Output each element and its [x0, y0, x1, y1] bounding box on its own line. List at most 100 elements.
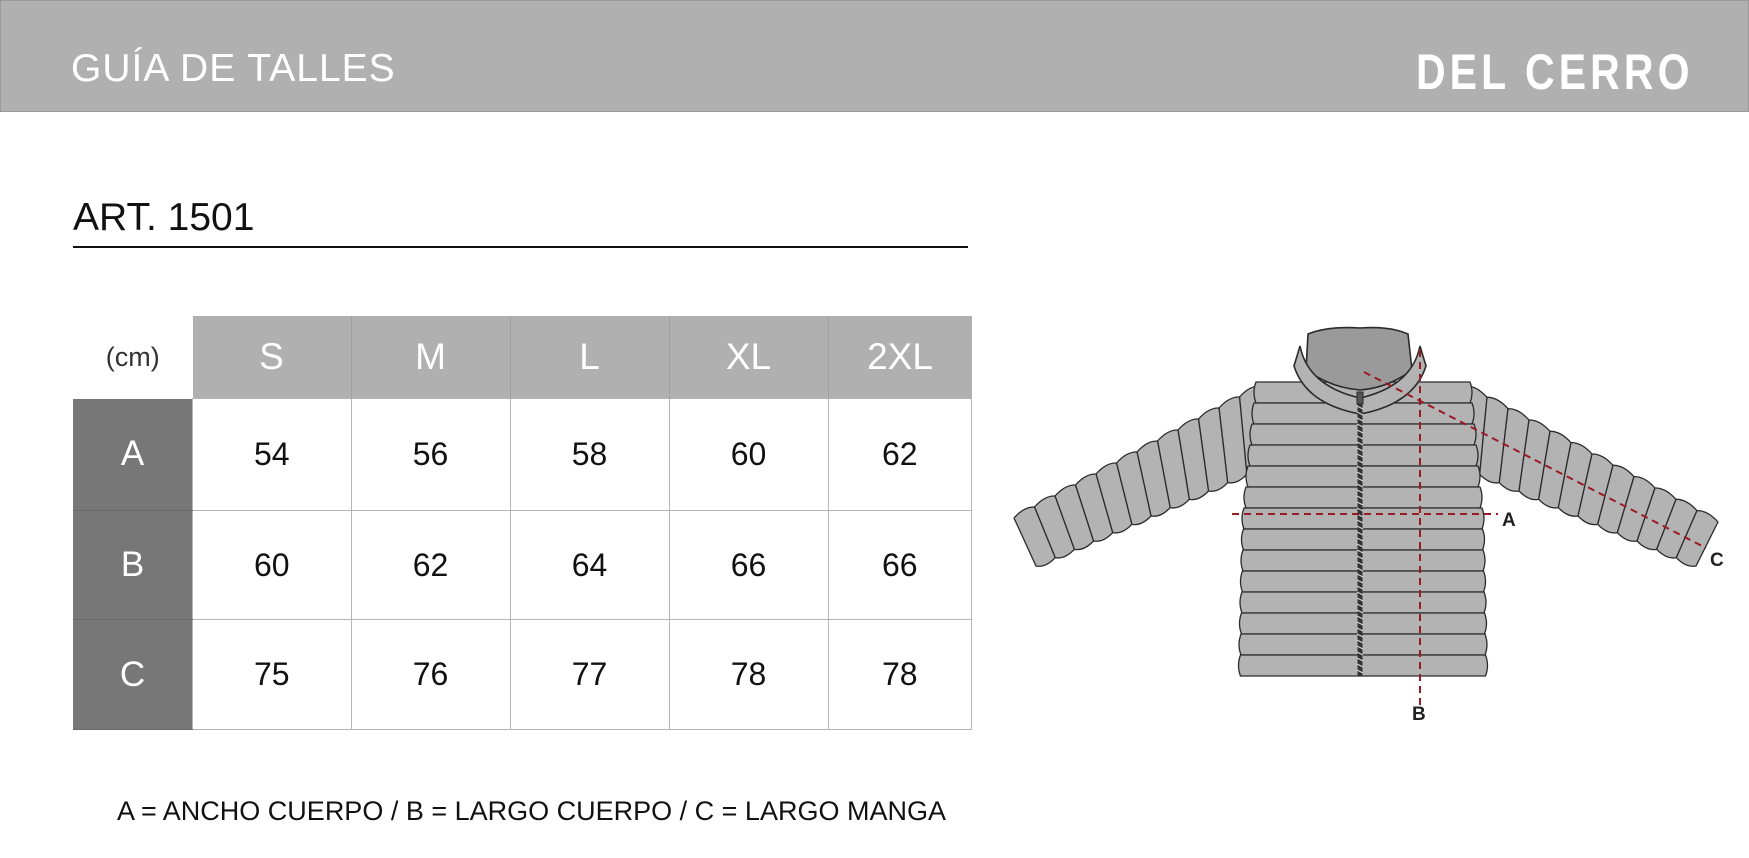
zipper-tooth	[1356, 549, 1364, 554]
measurement-legend: A = ANCHO CUERPO / B = LARGO CUERPO / C …	[117, 796, 946, 826]
body-panel	[1249, 423, 1477, 446]
jacket-diagram: A B C	[1008, 326, 1728, 726]
zipper-tooth	[1356, 657, 1364, 662]
zipper-tooth	[1356, 543, 1364, 548]
zipper-tooth	[1356, 597, 1364, 602]
value-cell: 58	[509, 398, 670, 511]
zipper-tooth	[1356, 501, 1364, 506]
zipper-tooth	[1356, 411, 1364, 416]
zipper-tooth	[1356, 573, 1364, 578]
zipper-tooth	[1356, 459, 1364, 464]
size-header-m: M	[351, 316, 511, 399]
zipper-tooth	[1356, 663, 1364, 668]
zipper-tooth	[1356, 621, 1364, 626]
value-cell: 54	[192, 398, 352, 511]
value-cell: 78	[827, 619, 972, 730]
zipper-tooth	[1356, 489, 1364, 494]
zipper-tooth	[1356, 447, 1364, 452]
body-panel	[1239, 591, 1487, 614]
zipper-tooth	[1356, 429, 1364, 434]
value-cell: 64	[509, 510, 670, 620]
zipper-tooth	[1356, 603, 1364, 608]
jacket-body	[1237, 381, 1489, 677]
zipper-tooth	[1356, 555, 1364, 560]
page-title: GUÍA DE TALLES	[71, 47, 396, 90]
body-panel	[1245, 465, 1481, 488]
zipper-tooth	[1356, 417, 1364, 422]
size-header-xl: XL	[669, 316, 829, 399]
puffer-jacket-icon: A B C	[1013, 326, 1724, 725]
size-table: (cm) S M L XL 2XL A 54 56 58 60 62 B 60 …	[73, 316, 972, 730]
zipper-tooth	[1356, 645, 1364, 650]
body-panel	[1238, 633, 1488, 656]
left-sleeve-segment	[1013, 506, 1056, 567]
zipper-tooth	[1356, 495, 1364, 500]
zipper-tooth	[1356, 633, 1364, 638]
value-cell: 66	[827, 510, 972, 620]
zipper-tooth	[1356, 531, 1364, 536]
zipper-tooth	[1356, 591, 1364, 596]
zipper-tooth	[1356, 453, 1364, 458]
row-label-a: A	[73, 398, 193, 511]
row-label-c: C	[73, 619, 193, 730]
value-cell: 77	[509, 619, 670, 730]
measure-label-c: C	[1710, 550, 1724, 571]
left-sleeve	[1013, 385, 1267, 567]
zipper-tooth	[1356, 525, 1364, 530]
value-cell: 66	[668, 510, 829, 620]
body-panel	[1240, 549, 1486, 572]
header-bar: GUÍA DE TALLES DEL CERRO	[0, 0, 1749, 112]
row-label-b: B	[73, 510, 193, 620]
right-sleeve-segment	[1675, 510, 1719, 567]
zipper-tooth	[1356, 651, 1364, 656]
jacket-collar	[1293, 326, 1427, 415]
zipper-tooth	[1356, 483, 1364, 488]
table-row: B 60 62 64 66 66	[73, 510, 972, 620]
measure-label-a: A	[1502, 510, 1516, 531]
zipper-pull	[1356, 391, 1364, 405]
zipper-tooth	[1356, 639, 1364, 644]
zipper-tooth	[1356, 471, 1364, 476]
zipper-tooth	[1356, 519, 1364, 524]
zipper-tooth	[1356, 405, 1364, 410]
zipper-tooth	[1356, 567, 1364, 572]
zipper-tooth	[1356, 615, 1364, 620]
body-panel	[1237, 654, 1489, 677]
right-sleeve	[1459, 385, 1719, 567]
body-panel	[1241, 507, 1485, 530]
zipper-tooth	[1356, 585, 1364, 590]
value-cell: 60	[192, 510, 352, 620]
measure-line-c	[1363, 371, 1707, 549]
value-cell: 56	[350, 398, 511, 511]
measurement-lines: A B C	[1232, 350, 1724, 725]
zipper-tooth	[1356, 627, 1364, 632]
value-cell: 76	[350, 619, 511, 730]
collar-band	[1293, 345, 1427, 415]
zipper-tooth	[1356, 579, 1364, 584]
size-header-s: S	[192, 316, 352, 399]
value-cell: 78	[668, 619, 829, 730]
zipper-tooth	[1356, 441, 1364, 446]
zipper-tooth	[1356, 609, 1364, 614]
table-row: A 54 56 58 60 62	[73, 398, 972, 511]
value-cell: 75	[192, 619, 352, 730]
unit-label: (cm)	[73, 316, 193, 399]
zipper-tooth	[1356, 423, 1364, 428]
size-header-l: L	[510, 316, 670, 399]
measure-label-b: B	[1412, 704, 1426, 725]
zipper-tooth	[1356, 435, 1364, 440]
article-divider	[73, 246, 968, 248]
value-cell: 62	[350, 510, 511, 620]
zipper-tooth	[1356, 465, 1364, 470]
brand-logo: DEL CERRO	[1416, 44, 1694, 100]
jacket-zipper	[1356, 391, 1364, 676]
value-cell: 62	[827, 398, 972, 511]
value-cell: 60	[668, 398, 829, 511]
zipper-tooth	[1356, 507, 1364, 512]
size-header-row: (cm) S M L XL 2XL	[73, 316, 972, 399]
zipper-tooth	[1356, 669, 1364, 674]
zipper-tooth	[1356, 537, 1364, 542]
article-number: ART. 1501	[73, 196, 255, 239]
size-header-2xl: 2XL	[828, 316, 972, 399]
table-row: C 75 76 77 78 78	[73, 619, 972, 730]
